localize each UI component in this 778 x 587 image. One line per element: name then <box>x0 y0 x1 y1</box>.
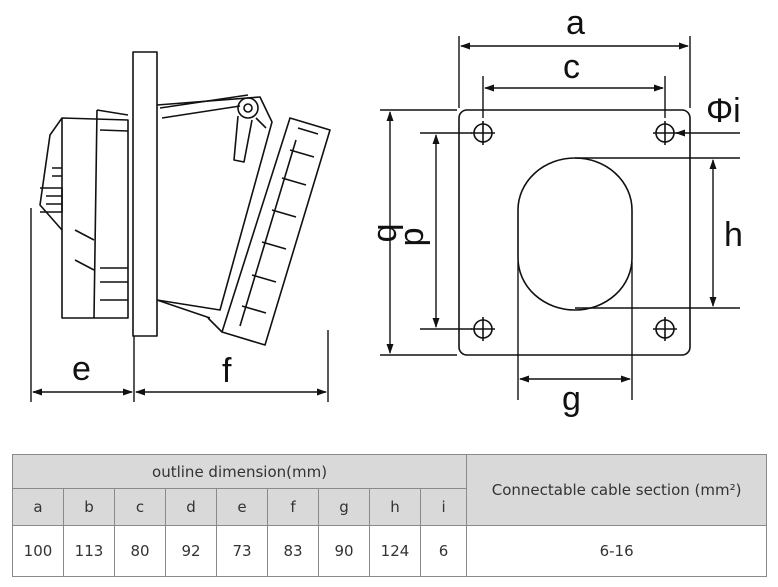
table-cell: 113 <box>63 525 115 577</box>
table-cell: 6 <box>419 525 468 577</box>
label-b: b <box>370 224 408 243</box>
column-header: d <box>165 488 217 526</box>
table-cell: 124 <box>369 525 421 577</box>
table-cell: 83 <box>267 525 319 577</box>
cable-section-value: 6-16 <box>466 525 768 577</box>
label-c: c <box>563 48 580 86</box>
dimension-table: outline dimension(mm) Connectable cable … <box>11 454 768 577</box>
mounting-hole <box>653 317 677 341</box>
label-h: h <box>724 216 743 254</box>
label-e: e <box>72 350 91 388</box>
table-title: outline dimension(mm) <box>11 454 468 489</box>
table-cell: 80 <box>114 525 166 577</box>
front-view <box>458 109 691 356</box>
column-header: f <box>267 488 319 526</box>
mounting-hole <box>471 317 495 341</box>
mounting-hole <box>471 121 495 145</box>
column-header: b <box>63 488 115 526</box>
column-header: a <box>12 488 64 526</box>
dimension-drawing: e f <box>30 4 743 418</box>
cable-section-header: Connectable cable section (mm²) <box>466 454 768 526</box>
table-cell: 73 <box>216 525 268 577</box>
table-cell: 100 <box>12 525 64 577</box>
column-header: i <box>419 488 468 526</box>
front-dimensions <box>380 36 740 400</box>
label-f: f <box>222 352 232 390</box>
label-d: d <box>397 228 435 247</box>
column-header: e <box>216 488 268 526</box>
table-cell: 90 <box>318 525 370 577</box>
label-a: a <box>566 4 585 42</box>
side-dimensions <box>30 208 329 402</box>
column-header: c <box>114 488 166 526</box>
side-view <box>39 51 331 346</box>
column-header: h <box>369 488 421 526</box>
table-cell: 92 <box>165 525 217 577</box>
label-phi-i: Φi <box>706 92 741 130</box>
table-row: 100 113 80 92 73 83 90 124 6 6-16 <box>12 525 768 577</box>
label-g: g <box>562 380 581 418</box>
column-header: g <box>318 488 370 526</box>
mounting-hole <box>653 121 677 145</box>
